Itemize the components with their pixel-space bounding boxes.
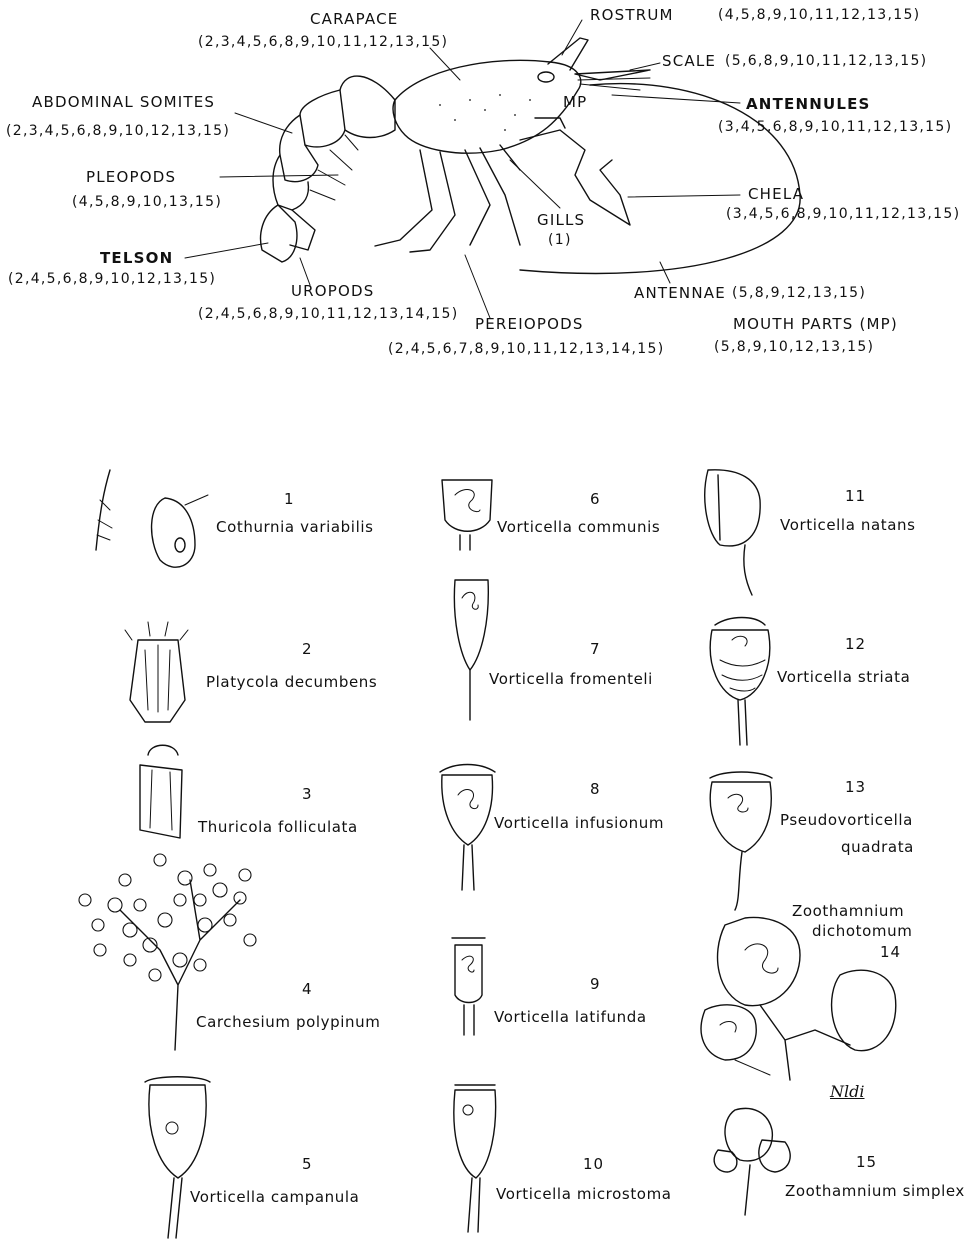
label-gills: GILLS xyxy=(537,211,585,229)
drawing-3 xyxy=(140,745,182,838)
hosts-telson: (2,4,5,6,8,9,10,12,13,15) xyxy=(8,270,216,288)
drawing-2 xyxy=(125,622,188,722)
species-name-9: Vorticella latifunda xyxy=(494,1008,647,1026)
species-name-13: Pseudovorticella xyxy=(780,811,913,829)
label-mouth-parts: MOUTH PARTS (MP) xyxy=(733,315,898,333)
species-name-12: Vorticella striata xyxy=(777,668,910,686)
label-telson: TELSON xyxy=(100,249,173,267)
drawing-11 xyxy=(705,470,760,595)
artist-signature: Nldi xyxy=(830,1082,864,1101)
hosts-carapace: (2,3,4,5,6,8,9,10,11,12,13,15) xyxy=(198,33,448,51)
label-rostrum: ROSTRUM xyxy=(590,6,674,24)
drawing-15 xyxy=(714,1108,790,1215)
species-name-2: Platycola decumbens xyxy=(206,673,377,691)
species-number-6: 6 xyxy=(590,490,601,508)
label-mp: MP xyxy=(563,93,587,111)
species-number-4: 4 xyxy=(302,980,313,998)
leader-lines xyxy=(185,20,740,318)
drawing-8 xyxy=(440,765,495,891)
species-name-1: Cothurnia variabilis xyxy=(216,518,374,536)
hosts-antennules: (3,4,5,6,8,9,10,11,12,13,15) xyxy=(718,118,952,136)
species-name-13-line2: quadrata xyxy=(841,838,914,856)
drawing-1 xyxy=(96,470,208,567)
species-number-7: 7 xyxy=(590,640,601,658)
species-number-11: 11 xyxy=(845,487,866,505)
label-abdominal-somites: ABDOMINAL SOMITES xyxy=(32,93,215,111)
drawing-10 xyxy=(454,1085,496,1232)
label-antennae: ANTENNAE xyxy=(634,284,726,302)
species-name-10: Vorticella microstoma xyxy=(496,1185,672,1203)
species-number-5: 5 xyxy=(302,1155,313,1173)
species-name-14: Zoothamnium xyxy=(792,902,904,920)
pereiopods-shape xyxy=(375,145,520,252)
label-pereiopods: PEREIOPODS xyxy=(475,315,584,333)
species-name-6: Vorticella communis xyxy=(497,518,660,536)
species-name-3: Thuricola folliculata xyxy=(198,818,358,836)
species-name-15: Zoothamnium simplex xyxy=(785,1182,965,1200)
drawing-9 xyxy=(452,938,485,1035)
species-number-13: 13 xyxy=(845,778,866,796)
species-name-11: Vorticella natans xyxy=(780,516,916,534)
hosts-pleopods: (4,5,8,9,10,13,15) xyxy=(72,193,222,211)
hosts-mouth-parts: (5,8,9,10,12,13,15) xyxy=(714,338,874,356)
eye xyxy=(538,72,554,82)
rostrum-shape xyxy=(548,38,588,70)
drawing-12 xyxy=(710,618,769,746)
hosts-antennae: (5,8,9,12,13,15) xyxy=(732,284,866,302)
label-uropods: UROPODS xyxy=(291,282,375,300)
hosts-chela: (3,4,5,6,8,9,10,11,12,13,15) xyxy=(726,205,960,223)
telson-shape xyxy=(261,205,297,262)
drawing-13 xyxy=(710,772,772,910)
label-pleopods: PLEOPODS xyxy=(86,168,176,186)
abdomen xyxy=(340,76,395,137)
label-chela: CHELA xyxy=(748,185,804,203)
species-number-8: 8 xyxy=(590,780,601,798)
hosts-gills: (1) xyxy=(548,231,572,249)
species-name-8: Vorticella infusionum xyxy=(494,814,664,832)
hosts-abdominal-somites: (2,3,4,5,6,8,9,10,12,13,15) xyxy=(6,122,230,140)
species-name-4: Carchesium polypinum xyxy=(196,1013,380,1031)
species-number-3: 3 xyxy=(302,785,313,803)
species-number-15: 15 xyxy=(856,1153,877,1171)
species-number-9: 9 xyxy=(590,975,601,993)
species-number-1: 1 xyxy=(284,490,295,508)
species-number-2: 2 xyxy=(302,640,313,658)
hosts-uropods: (2,4,5,6,8,9,10,11,12,13,14,15) xyxy=(198,305,459,323)
carapace-stipple xyxy=(439,94,531,131)
species-number-14: 14 xyxy=(880,943,901,961)
hosts-rostrum: (4,5,8,9,10,11,12,13,15) xyxy=(718,6,920,24)
uropods-shape xyxy=(290,210,315,250)
species-name-14-line2: dichotomum xyxy=(812,922,912,940)
hosts-pereiopods: (2,4,5,6,7,8,9,10,11,12,13,14,15) xyxy=(388,340,664,358)
hosts-scale: (5,6,8,9,10,11,12,13,15) xyxy=(725,52,927,70)
species-name-5: Vorticella campanula xyxy=(190,1188,359,1206)
drawing-5 xyxy=(145,1077,210,1238)
drawing-7 xyxy=(454,580,488,720)
species-number-12: 12 xyxy=(845,635,866,653)
drawing-14 xyxy=(701,917,896,1080)
drawing-6 xyxy=(442,480,492,550)
label-scale: SCALE xyxy=(662,52,716,70)
label-antennules: ANTENNULES xyxy=(746,95,871,113)
species-number-10: 10 xyxy=(583,1155,604,1173)
species-name-7: Vorticella fromenteli xyxy=(489,670,653,688)
label-carapace: CARAPACE xyxy=(310,10,398,28)
